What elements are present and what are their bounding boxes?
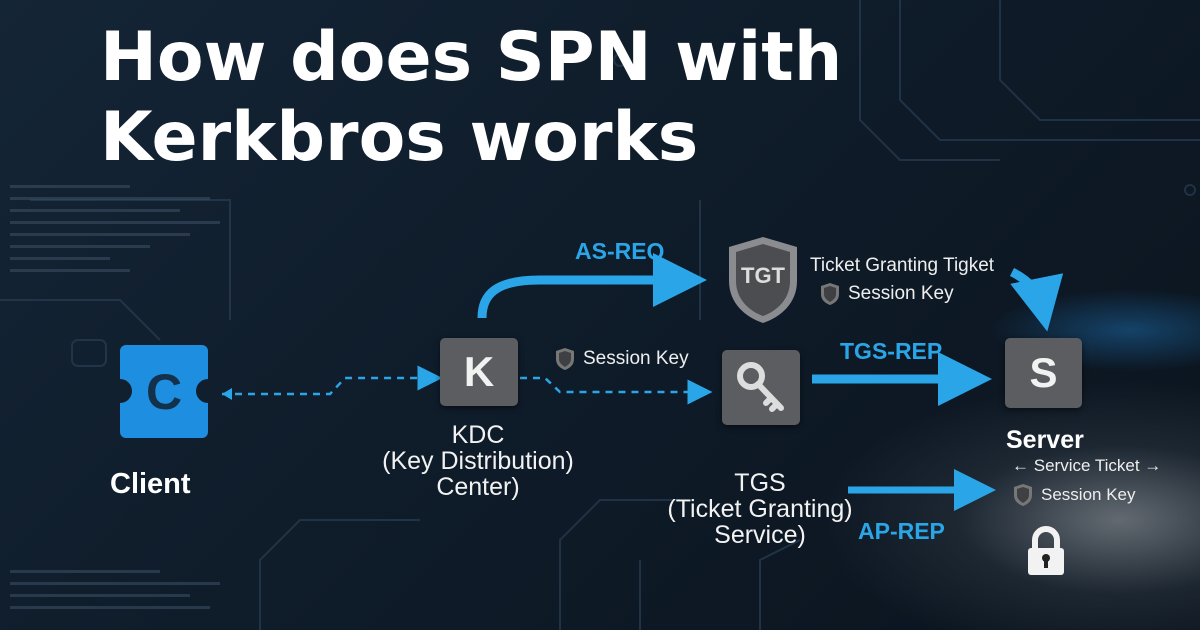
- small-shield-icon: [556, 348, 574, 370]
- key-icon: [737, 361, 784, 412]
- tgt-label: Ticket Granting Tigket: [810, 255, 995, 276]
- client-kdc-dashed-arrow: [222, 365, 443, 400]
- server-box: S: [1005, 338, 1082, 408]
- tgt-session-key: Session Key: [820, 282, 954, 306]
- server-label: Server: [1006, 426, 1084, 454]
- tgt-shield-icon: TGT: [725, 235, 801, 325]
- page-title: How does SPN with Kerkbros works: [100, 18, 842, 178]
- client-label: Client: [110, 468, 191, 500]
- tgs-key-box: [722, 350, 800, 425]
- tgs-label-line: Service): [714, 521, 806, 549]
- tgt-session-key-label: Session Key: [848, 283, 954, 304]
- arrow-left-icon: ←: [1012, 456, 1029, 475]
- title-line-2: Kerkbros works: [100, 98, 699, 177]
- tgs-label-line: TGS: [734, 469, 786, 497]
- tgs-rep-label: TGS-REP: [840, 338, 943, 364]
- server-session-key: Session Key: [1013, 483, 1136, 507]
- as-req-label: AS-REQ: [575, 238, 665, 264]
- tgs-label-line: (Ticket Granting): [667, 495, 853, 523]
- title-line-1: How does SPN with: [100, 18, 843, 97]
- kdc-session-key-label: Session Key: [583, 348, 689, 369]
- kdc-label: KDC (Key Distribution) Center): [378, 422, 578, 500]
- small-shield-icon: [1014, 484, 1032, 506]
- server-session-key-label: Session Key: [1041, 485, 1136, 504]
- kdc-box: K: [440, 338, 518, 406]
- client-letter: C: [145, 364, 183, 420]
- kdc-label-line: Center): [436, 473, 520, 501]
- as-req-arrow: [477, 253, 707, 319]
- tgs-label: TGS (Ticket Granting) Service): [660, 470, 860, 548]
- kdc-session-key: Session Key: [555, 347, 689, 371]
- service-ticket: ← Service Ticket →: [1012, 456, 1161, 476]
- client-icon: C: [120, 345, 208, 438]
- arrow-right-icon: →: [1144, 456, 1162, 475]
- ap-rep-label: AP-REP: [858, 518, 945, 544]
- tgt-to-server-arrow: [1009, 267, 1064, 332]
- service-ticket-label: Service Ticket: [1033, 456, 1140, 475]
- kdc-label-line: (Key Distribution): [382, 447, 574, 475]
- lock-icon: [1026, 525, 1066, 582]
- small-shield-icon: [821, 283, 839, 305]
- kdc-tgs-dashed-arrow: [520, 376, 713, 405]
- kdc-label-line: KDC: [451, 421, 505, 449]
- tgt-text: TGT: [741, 263, 785, 288]
